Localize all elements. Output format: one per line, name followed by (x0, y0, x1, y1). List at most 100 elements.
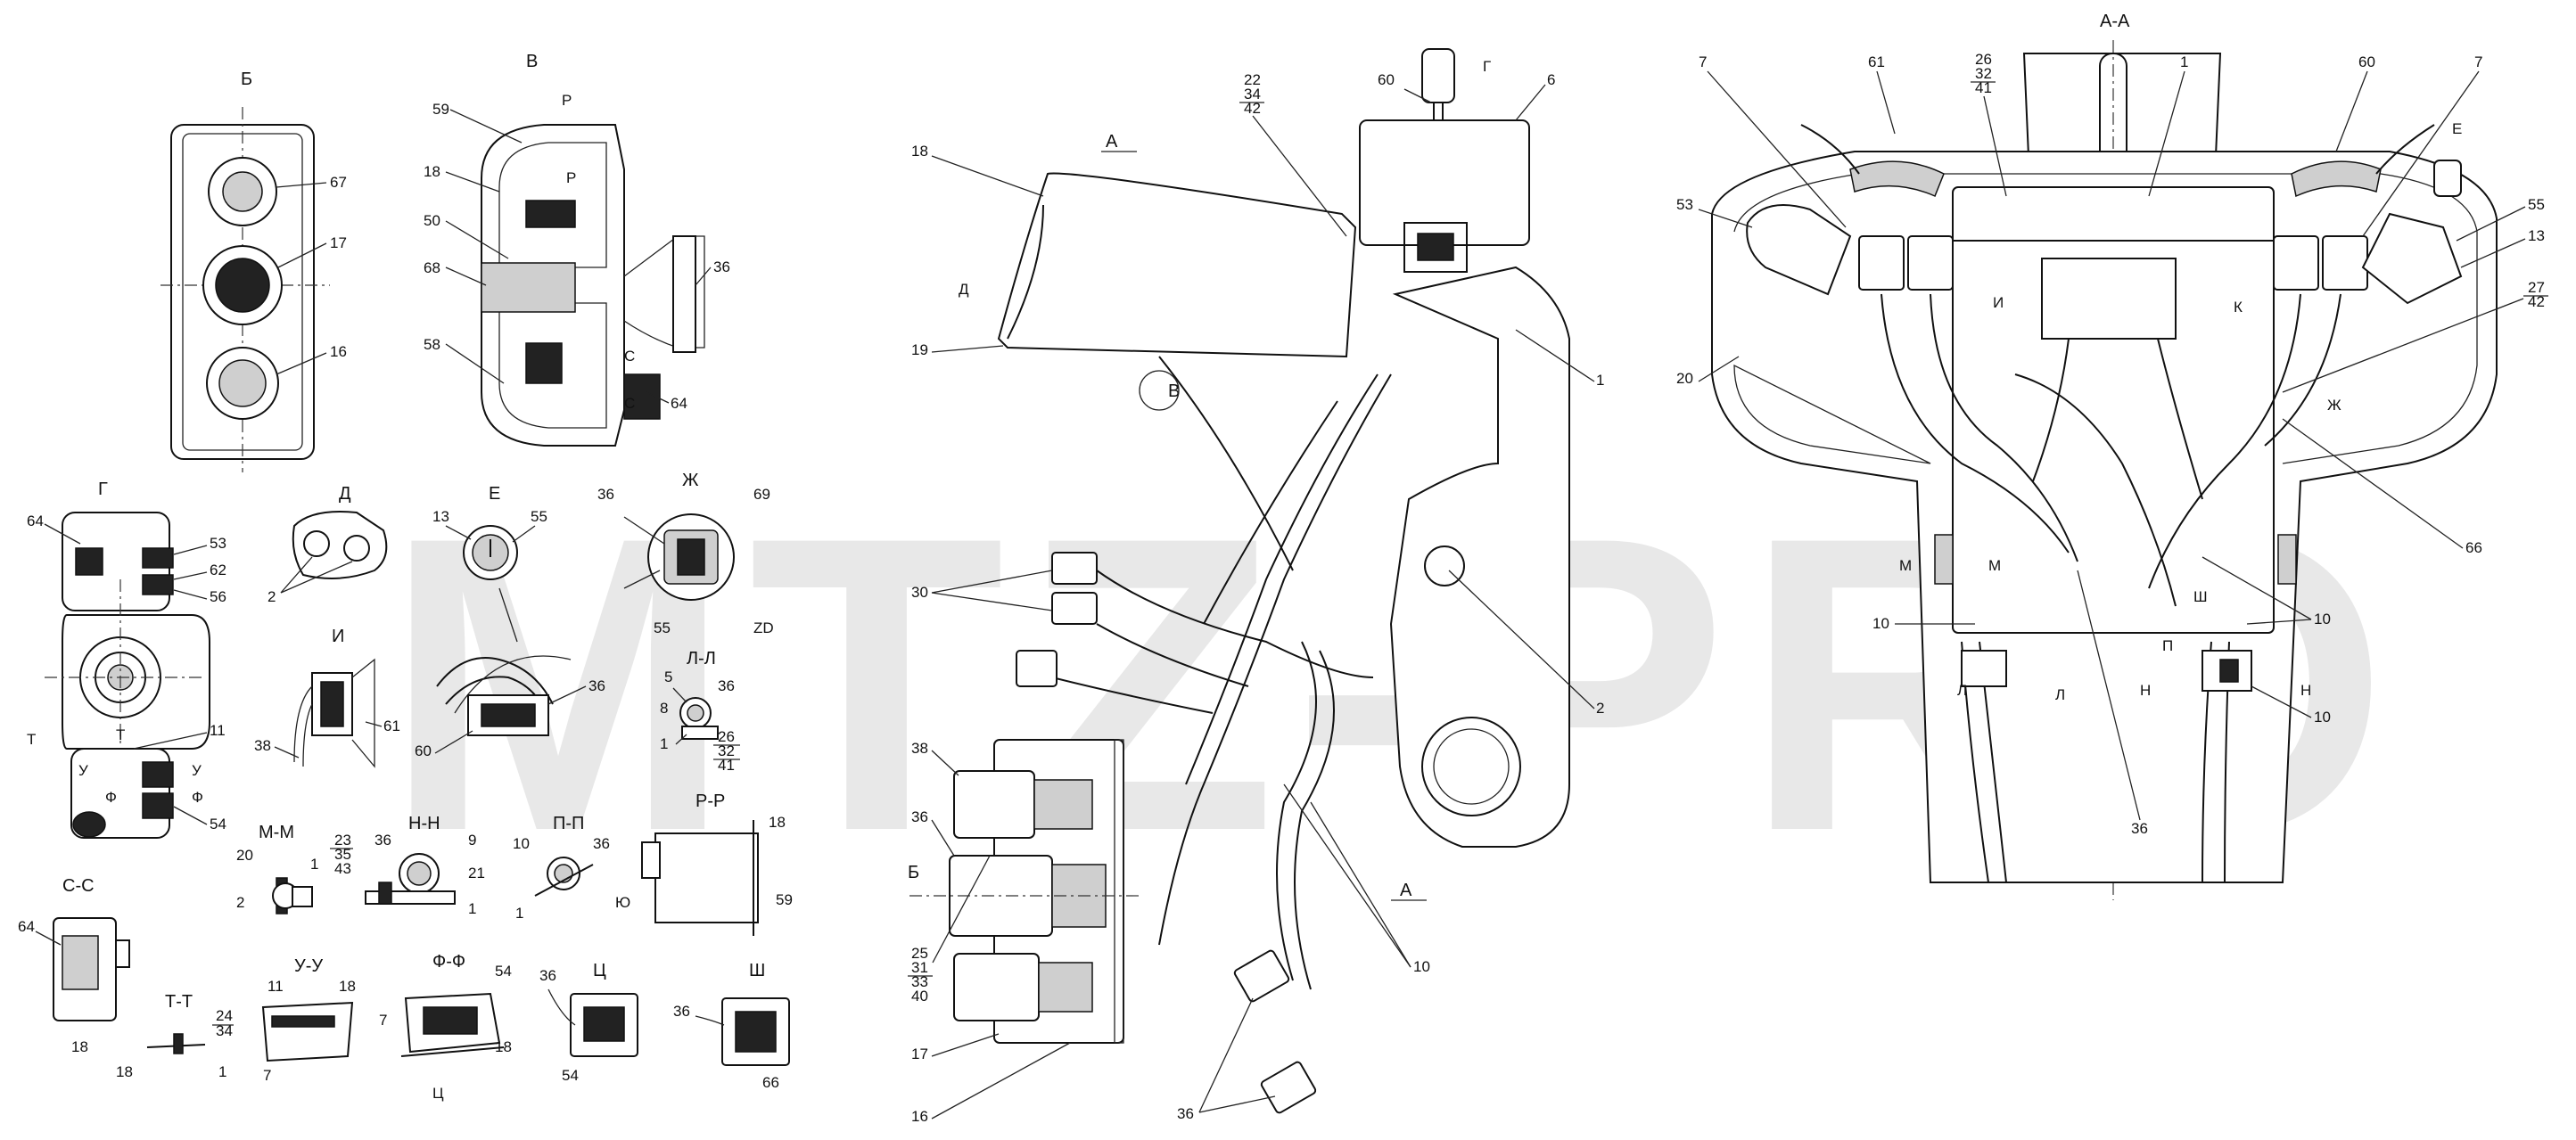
marker-u-right: У (192, 762, 202, 779)
view-zh: Ж 36 69 55 ZD (597, 471, 774, 636)
marker-l-left: Л (1957, 682, 1967, 699)
callout-59-rr: 59 (776, 891, 793, 908)
callout-55-e: 55 (531, 508, 547, 525)
view-ff: Ф-Ф 54 7 18 Ц (379, 952, 512, 1102)
callout-11-uu: 11 (267, 978, 284, 995)
view-pp-title: П-П (553, 814, 584, 833)
callout-1-nn: 1 (468, 900, 476, 917)
view-mm-title: М-М (259, 823, 294, 842)
stack-40: 40 (911, 988, 928, 1005)
callout-64-v: 64 (671, 395, 687, 412)
callout-9: 9 (468, 832, 476, 849)
view-b-title: Б (241, 70, 252, 89)
stack-32-ll: 32 (718, 742, 735, 759)
callout-21: 21 (468, 865, 485, 882)
callout-18-tt: 18 (116, 1063, 133, 1080)
marker-sh: Ш (2193, 588, 2208, 605)
callout-18-main: 18 (911, 143, 928, 160)
callout-36-v: 36 (713, 258, 730, 275)
callout-36-ll: 36 (718, 677, 735, 694)
callout-61-aa: 61 (1868, 53, 1885, 70)
callout-7-ff: 7 (379, 1012, 387, 1029)
stack-34-tt: 34 (216, 1022, 233, 1039)
callout-1-pp: 1 (515, 905, 523, 922)
view-ss: С-С 64 18 (18, 876, 130, 1055)
view-g-title: Г (98, 480, 108, 499)
marker-f-right: Ф (192, 789, 203, 806)
callout-18: 18 (424, 163, 440, 180)
callout-20-mm: 20 (236, 847, 253, 864)
callout-7-aa-right: 7 (2474, 53, 2482, 70)
marker-a-top: А (1106, 132, 1118, 152)
marker-a-bottom: А (1400, 881, 1412, 900)
marker-b: Б (908, 863, 919, 882)
view-uu-title: У-У (294, 956, 323, 976)
view-d: Д 2 (267, 484, 388, 605)
callout-36-nn: 36 (374, 832, 391, 849)
callout-50: 50 (424, 212, 440, 229)
callout-38-main: 38 (911, 740, 928, 757)
callout-1-mm: 1 (310, 856, 318, 873)
view-ll-title: Л-Л (687, 649, 716, 668)
callout-36-bottom: 36 (1177, 1105, 1194, 1122)
stack-41-aa: 41 (1975, 79, 1992, 96)
view-tt: Т-Т 24 34 18 1 (116, 992, 234, 1080)
stack-26-aa: 26 (1975, 51, 1992, 68)
stack-35: 35 (334, 846, 351, 863)
stack-27: 27 (2528, 279, 2545, 296)
callout-1-main: 1 (1596, 372, 1604, 389)
callout-69: 69 (753, 486, 770, 503)
stack-34: 34 (1244, 86, 1261, 103)
marker-u-left: У (78, 762, 88, 779)
view-sh-title: Ш (749, 961, 765, 980)
callout-66-aa: 66 (2465, 539, 2482, 556)
stack-43: 43 (334, 860, 351, 877)
view-ll: Л-Л 5 36 8 1 26 32 41 (660, 649, 740, 774)
callout-8-ll: 8 (660, 700, 668, 717)
callout-18-uu: 18 (339, 978, 356, 995)
callout-36-ts: 36 (539, 967, 556, 984)
stack-25: 25 (911, 945, 928, 962)
callout-36-zh: 36 (597, 486, 614, 503)
callout-36-main: 36 (911, 808, 928, 825)
stack-24: 24 (216, 1007, 233, 1024)
callout-16-main: 16 (911, 1108, 928, 1125)
callout-19: 19 (911, 341, 928, 358)
callout-10-aa-right: 10 (2314, 611, 2331, 627)
marker-l-right: Л (2055, 686, 2065, 703)
view-uu: У-У 11 18 7 (261, 956, 356, 1084)
marker-f-left: Ф (105, 789, 117, 806)
view-mm: М-М 20 1 2 (236, 823, 318, 914)
view-zh-title: Ж (682, 471, 699, 490)
callout-55-zh: 55 (654, 619, 671, 636)
marker-n-right: Н (2300, 682, 2311, 699)
callout-53: 53 (210, 535, 226, 552)
marker-v: В (1168, 381, 1180, 401)
view-v: В Р Р С С 59 18 50 68 58 36 64 (424, 52, 730, 447)
callout-68: 68 (424, 259, 440, 276)
callout-59: 59 (432, 101, 449, 118)
view-pp: П-П 10 36 1 (513, 814, 610, 922)
callout-10-main: 10 (1413, 958, 1430, 975)
callout-2-mm: 2 (236, 894, 244, 911)
view-i-title: И (332, 627, 344, 646)
view-b: Б 67 17 16 (160, 70, 347, 472)
callout-36-sh: 36 (673, 1003, 690, 1020)
view-rr: Р-Р 18 59 Ю (615, 791, 793, 936)
callout-10-aa-left: 10 (1872, 615, 1889, 632)
callout-17: 17 (330, 234, 347, 251)
harness-sub-view: 36 60 (415, 587, 605, 759)
stack-42: 42 (1244, 100, 1261, 117)
marker-p: П (2162, 637, 2173, 654)
marker-e: Е (2452, 120, 2462, 137)
view-rr-title: Р-Р (695, 791, 725, 811)
marker-yu: Ю (615, 894, 630, 911)
view-g: Г 64 53 62 56 11 54 Т Т У У Ф Ф (27, 480, 226, 839)
marker-n-left: Н (2140, 682, 2151, 699)
stack-23: 23 (334, 832, 351, 849)
view-i: И 61 38 (254, 627, 400, 768)
stack-32-aa: 32 (1975, 65, 1992, 82)
callout-62: 62 (210, 562, 226, 578)
callout-54-ff: 54 (495, 963, 512, 980)
